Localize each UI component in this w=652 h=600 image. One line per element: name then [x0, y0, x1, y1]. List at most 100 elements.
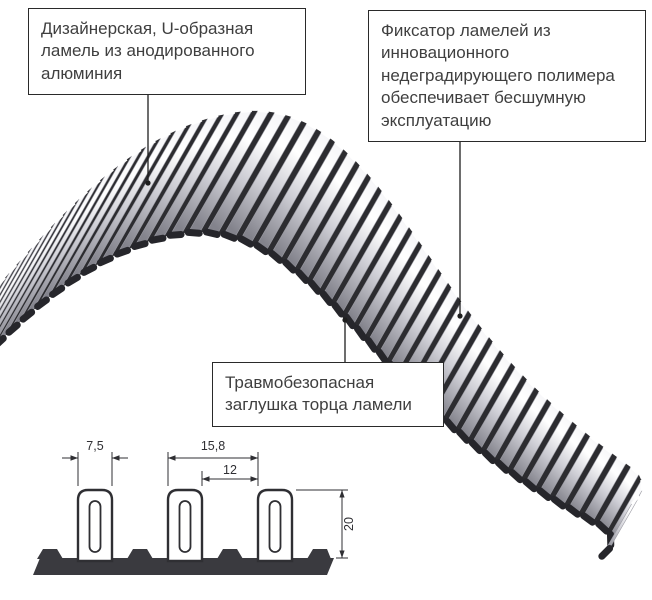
- band-tooth: [127, 549, 153, 559]
- lamella-top-edge: [514, 366, 524, 377]
- lamella-end-cap: [34, 296, 50, 310]
- lamella-profile-slot: [88, 500, 102, 553]
- lamella-end-cap: [353, 324, 368, 341]
- lamella-top-edge: [346, 152, 357, 162]
- lamella-end-cap: [148, 234, 167, 244]
- lamella-end-cap: [595, 520, 611, 535]
- lamella-top-edge: [616, 456, 627, 465]
- dim-label-pitch: 15,8: [201, 439, 225, 453]
- lamella-end-cap: [536, 487, 552, 502]
- dim-arrow: [339, 550, 345, 558]
- lamella-top-edge: [450, 287, 459, 298]
- callout-lamella: Дизайнерская, U-образная ламель из аноди…: [28, 8, 306, 96]
- lamella-end-cap: [64, 273, 81, 287]
- dim-label-slot-width: 7,5: [86, 439, 103, 453]
- lamella-end-cap: [580, 512, 596, 526]
- lamella-top-edge: [223, 111, 236, 116]
- dim-arrow: [339, 490, 345, 498]
- lamella-top-edge: [401, 217, 410, 228]
- lamella-end-cap: [375, 348, 390, 365]
- band-teeth: [37, 549, 331, 559]
- lamella-top-edge: [160, 132, 171, 140]
- lamella-top-edge: [563, 413, 574, 423]
- band-tooth: [217, 549, 243, 559]
- lamella-end-cap: [19, 308, 36, 323]
- lamella-end-cap: [49, 284, 66, 298]
- callout-endcap: Травмобезопасная заглушка торца ламели: [212, 362, 444, 427]
- dim-label-gap: 12: [223, 463, 237, 477]
- lamella-end-cap: [295, 268, 310, 284]
- lamella-top-edge: [380, 190, 390, 201]
- lamella-end-cap: [456, 428, 471, 444]
- leader-dot-fixator: [457, 313, 463, 319]
- lamella-end-cap: [307, 279, 322, 295]
- dimension-gap: [201, 471, 258, 486]
- lamella-top-edge: [320, 131, 332, 140]
- lamella-top-edge: [421, 245, 430, 256]
- lamella-top-edge: [30, 238, 41, 249]
- lamella-top-edge: [629, 466, 640, 476]
- lamella-top-edge: [576, 424, 587, 434]
- dim-arrow: [250, 476, 258, 482]
- lamella-end-cap: [184, 228, 203, 237]
- lamella-end-cap: [202, 228, 221, 239]
- lamella-top-edge: [411, 231, 420, 242]
- lamella-top-edge: [391, 203, 400, 215]
- lamella-end-cap: [319, 290, 334, 307]
- lamella-top-edge: [66, 202, 76, 212]
- lamella-top-edge: [240, 109, 252, 113]
- lamella-top-edge: [306, 122, 317, 130]
- base-band: [33, 558, 334, 575]
- leader-dot-endcap: [342, 317, 348, 323]
- dim-arrow: [250, 455, 258, 461]
- lamella-end-cap: [598, 545, 614, 560]
- lamella-top-edge: [54, 214, 64, 224]
- lamella-end-cap: [220, 230, 238, 242]
- lamella-end-cap: [268, 249, 284, 264]
- dim-arrow: [202, 476, 210, 482]
- dimension-height: [296, 489, 348, 559]
- lamella-top-edge: [470, 314, 480, 325]
- lamella-profile-slot: [178, 500, 192, 553]
- lamella-top-edge: [538, 390, 548, 401]
- lamella-end-cap: [282, 258, 297, 274]
- lamella-end-cap: [468, 439, 484, 455]
- lamella-top-edge: [290, 115, 302, 122]
- lamella-end-cap: [237, 235, 254, 248]
- dimension-drawing: 7,5 15,8 12: [33, 439, 356, 575]
- lamella-end-cap: [0, 334, 7, 347]
- lamella-top-edge: [358, 164, 369, 175]
- lamella-top-edge: [207, 114, 219, 120]
- lamella-top-edge: [502, 353, 513, 364]
- lamella-top-edge: [274, 111, 286, 117]
- lamella-end-cap: [96, 254, 114, 267]
- lamella-top-edge: [130, 148, 142, 158]
- dim-arrow: [168, 455, 176, 461]
- lamella-top-edge: [257, 109, 269, 113]
- lamella-end-cap: [481, 449, 497, 465]
- lamella-top-edge: [430, 259, 440, 270]
- leader-dot-lamella: [145, 180, 151, 186]
- lamella-end-cap: [364, 336, 379, 353]
- dim-label-height: 20: [342, 517, 356, 531]
- lamella-top-edge: [0, 276, 6, 286]
- lamella-end-cap: [80, 263, 98, 276]
- lamella-top-edge: [334, 141, 345, 151]
- dim-arrow: [70, 455, 78, 461]
- lamella-top-edge: [175, 125, 187, 132]
- callout-lamella-text: Дизайнерская, U-образная ламель из аноди…: [41, 19, 255, 83]
- lamella-slats: [0, 109, 644, 560]
- lamella-end-cap: [342, 313, 357, 330]
- lamella-end-cap: [5, 321, 21, 336]
- band-tooth: [307, 549, 331, 559]
- lamella-top-edge: [117, 158, 128, 167]
- lamella-profiles: [76, 488, 294, 563]
- lamella-top-edge: [550, 402, 561, 412]
- band-tooth: [37, 549, 63, 559]
- lamella-top-edge: [90, 179, 101, 189]
- lamella-end-cap: [166, 231, 185, 239]
- lamella-top-edge: [8, 264, 18, 275]
- lamella-end-cap: [494, 459, 510, 474]
